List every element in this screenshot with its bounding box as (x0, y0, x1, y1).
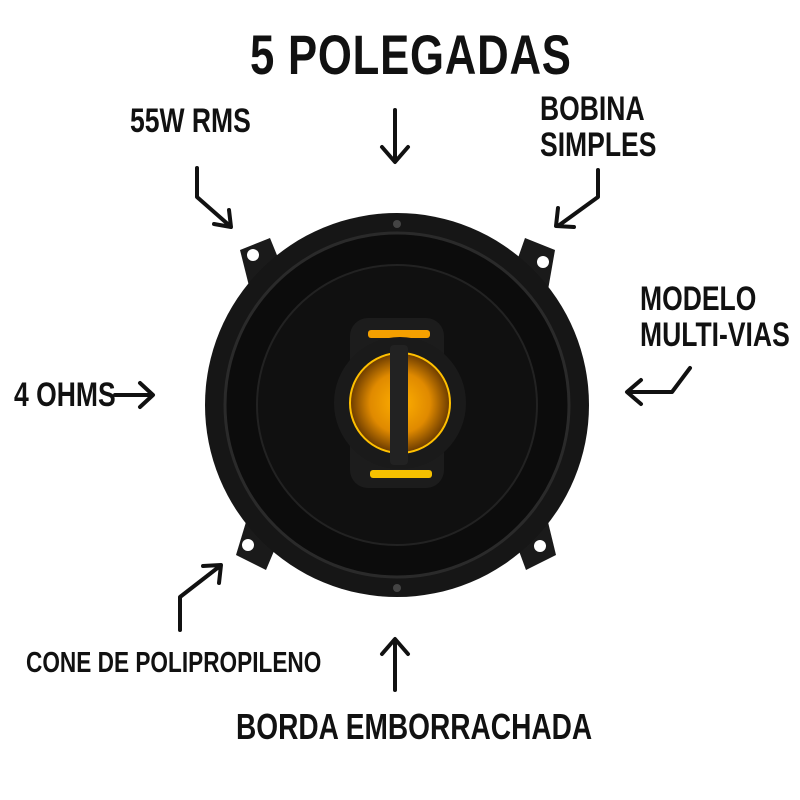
label-power: 55W RMS (130, 102, 251, 140)
label-model: MODELO MULTI-VIAS (640, 280, 790, 354)
label-coil-line1: BOBINA (540, 90, 645, 128)
arrows (113, 108, 692, 692)
page-title: 5 POLEGADAS (250, 23, 572, 86)
label-coil: BOBINA SIMPLES (540, 90, 657, 164)
label-cone: CONE DE POLIPROPILENO (26, 647, 322, 679)
label-coil-line2: SIMPLES (540, 125, 657, 164)
tweeter-bar (390, 345, 408, 465)
label-model-line2: MULTI-VIAS (640, 315, 790, 354)
label-model-line1: MODELO (640, 280, 757, 318)
label-impedance: 4 OHMS (14, 376, 116, 414)
label-edge: BORDA EMBORRACHADA (236, 706, 593, 747)
